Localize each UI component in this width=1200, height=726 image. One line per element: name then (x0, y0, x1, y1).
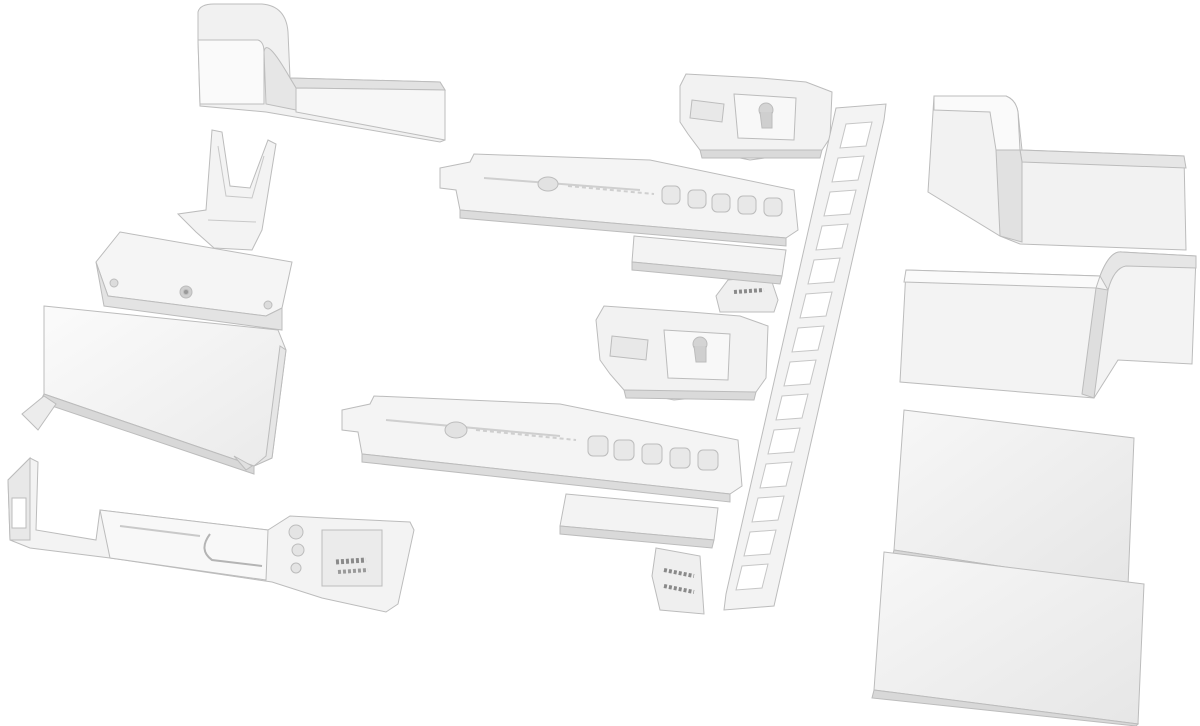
handle-cover-upper (927, 95, 1187, 251)
latch-bracket-upper (679, 73, 833, 161)
spacer-strip-upper (631, 235, 787, 285)
screw-pack-upper (715, 275, 779, 313)
handle-cover-lower (899, 251, 1197, 399)
slide-bracket-left (7, 456, 415, 613)
ladder-sprue (723, 103, 887, 611)
screw-pack-lower (651, 547, 705, 615)
spacer-strip-lower (559, 493, 719, 549)
mounting-rail-upper (439, 153, 799, 247)
flat-panel-lower (871, 551, 1145, 726)
end-cap-small (197, 3, 446, 143)
latch-bracket-lower (595, 305, 769, 401)
mounting-clip-tall (21, 129, 293, 475)
screw-pack-middle (332, 524, 386, 590)
mounting-rail-lower (341, 395, 743, 503)
